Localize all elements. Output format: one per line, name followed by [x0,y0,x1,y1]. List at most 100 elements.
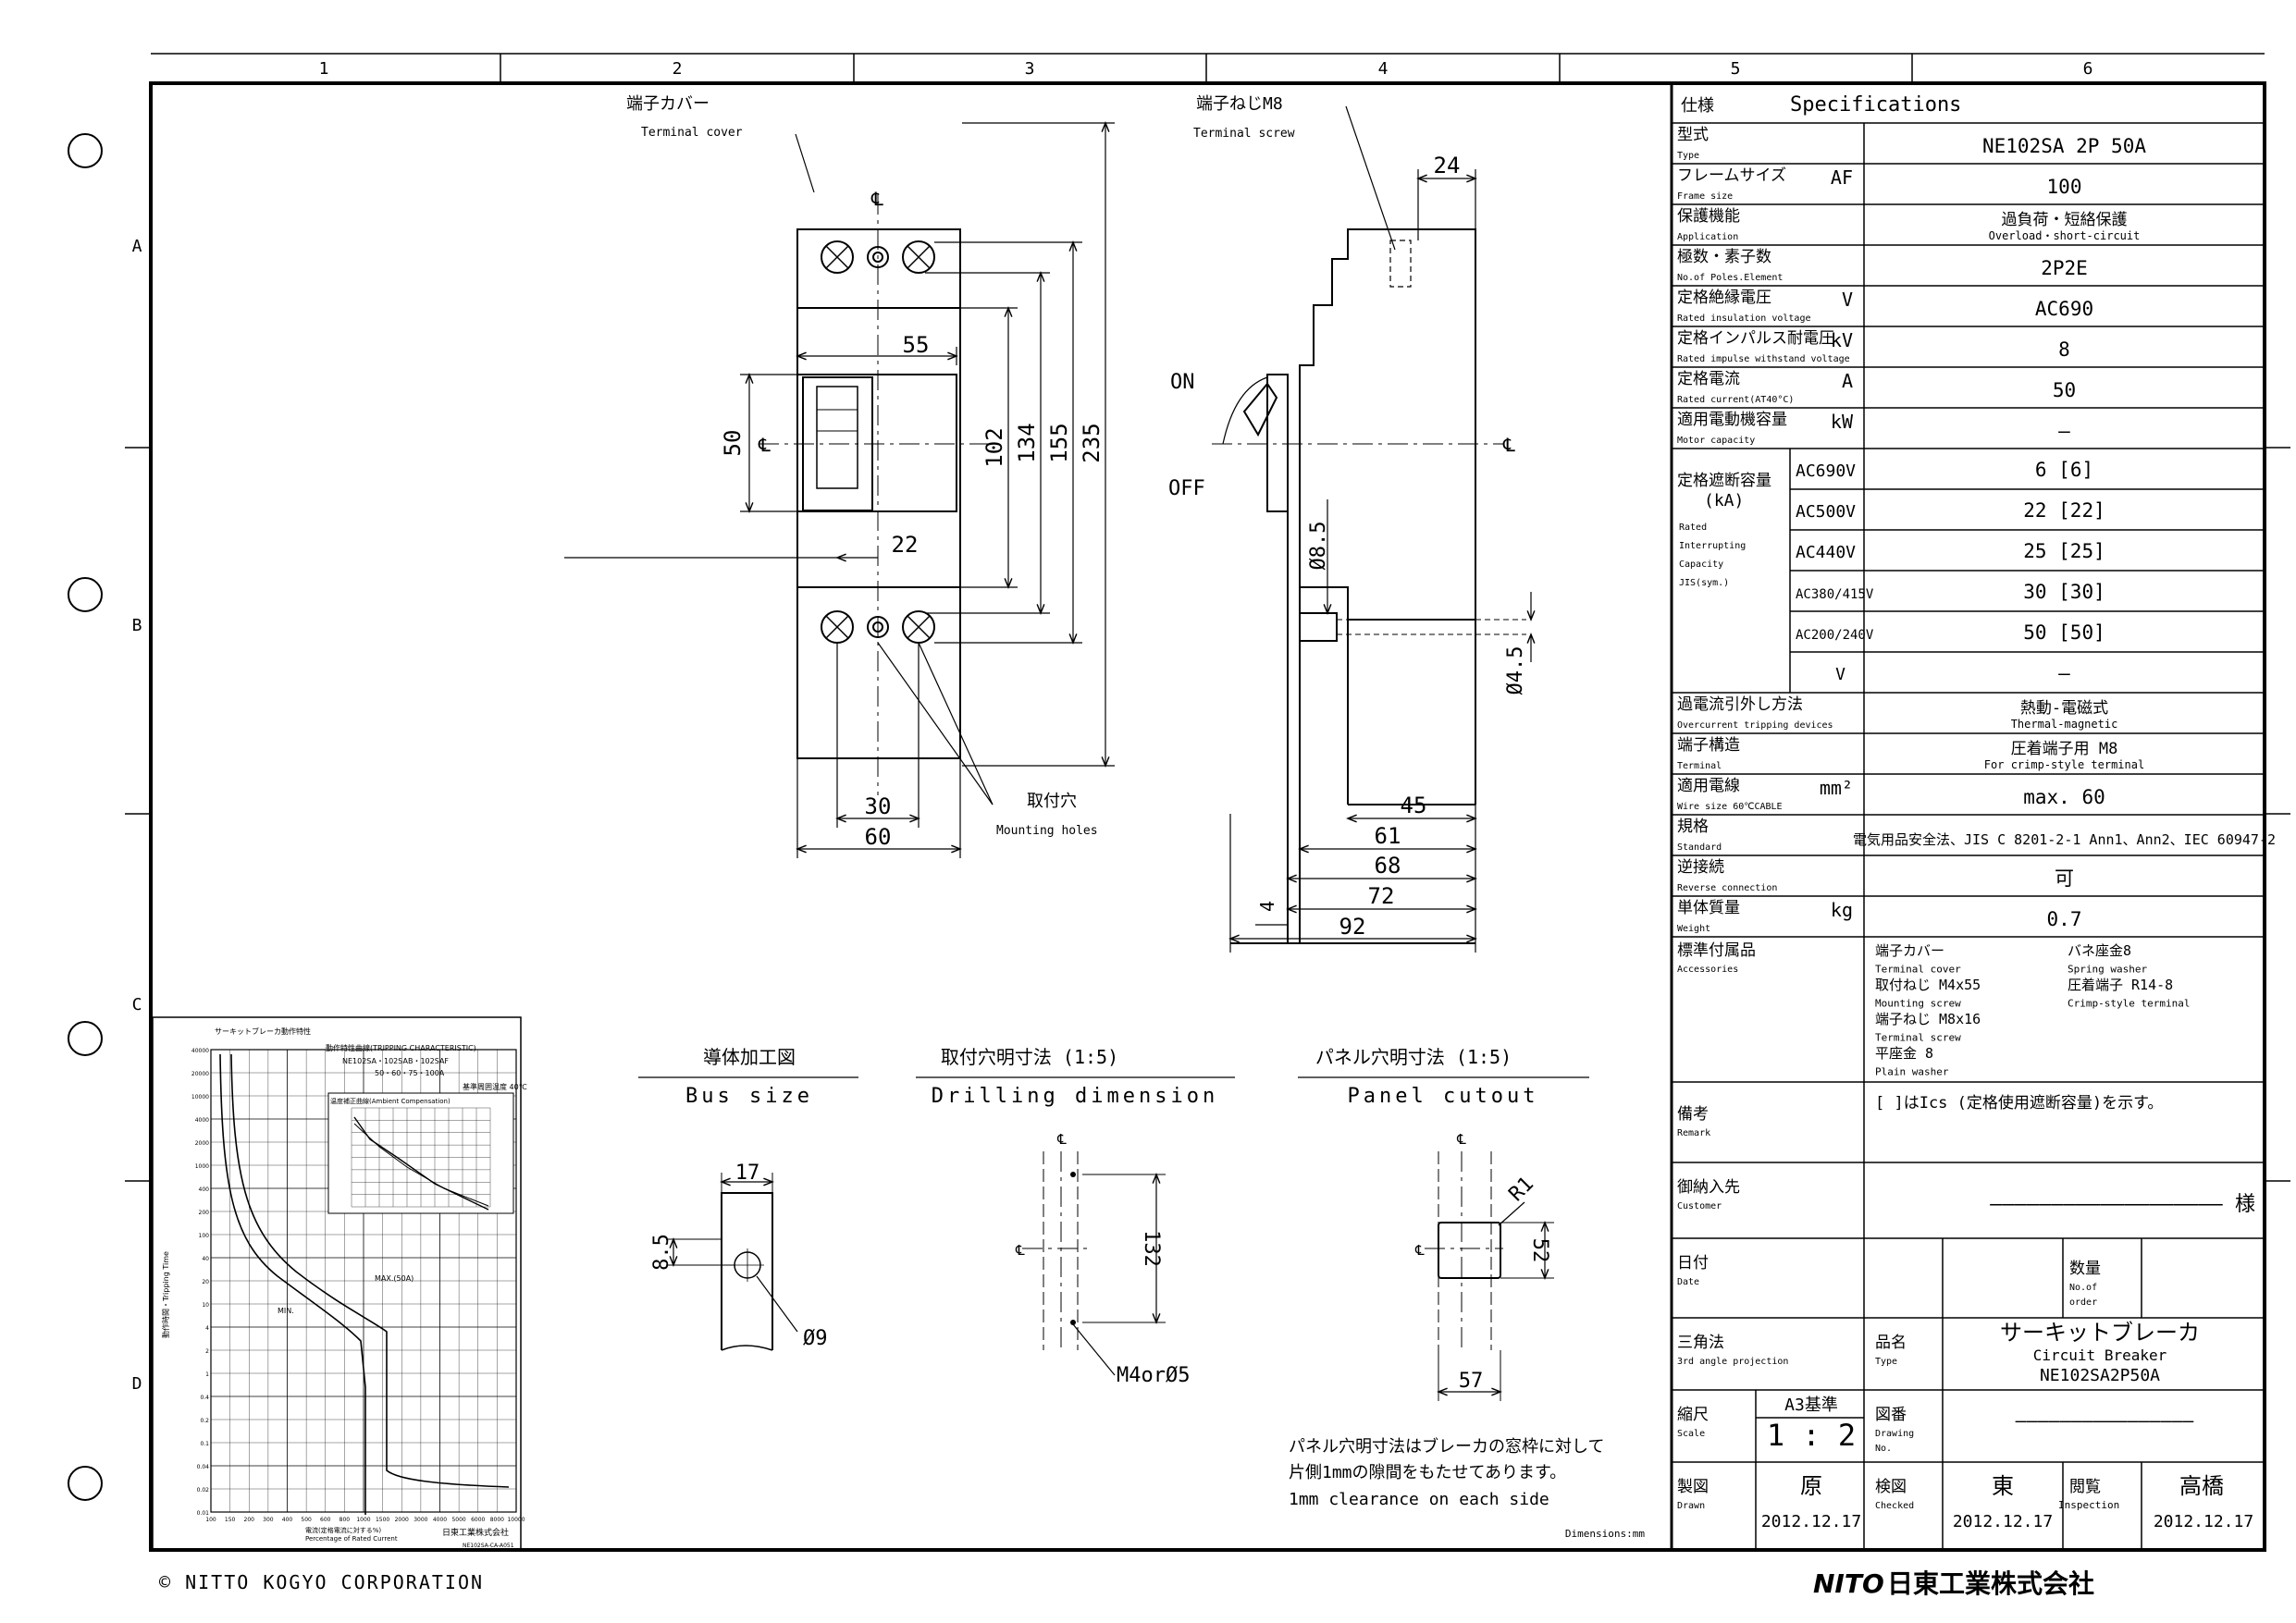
x-tick-label: 4000 [433,1517,447,1523]
spec-label-en: Weight [1677,924,1710,934]
dim-dia-4-5: Ø4.5 [1504,646,1527,695]
curve-title: サーキットブレーカ動作特性 [215,1027,311,1036]
terminal-screw-label-en: Terminal screw [1193,127,1295,141]
ic-value: 25 [25] [2023,540,2105,562]
spec-label-en: Frame size [1677,191,1733,202]
spec-value: 100 [2047,176,2082,198]
inspection-value: 高橋 [2179,1473,2224,1499]
checked-label-en: Checked [1875,1501,1914,1511]
spec-value: AC690 [2035,298,2093,320]
accessory-item: Terminal screw [1875,1032,1961,1044]
dim-102: 102 [981,427,1007,467]
min-label: MIN. [278,1307,294,1315]
remark-label: 備考 [1677,1105,1709,1124]
spec-label: 過電流引外し方法 [1677,695,1803,714]
y-tick-label: 200 [199,1210,210,1216]
spec-value: 熱動-電磁式 [2020,699,2108,718]
panel-cutout-detail: パネル穴明寸法 (1:5) Panel cutout ℄ ℄ R1 52 57 … [1289,1046,1645,1540]
ic-voltage: AC690V [1796,461,1856,481]
y-tick-label: 100 [199,1233,210,1239]
spec-header-en: Specifications [1790,93,1961,117]
max-label: MAX.(50A) [375,1274,414,1283]
ic-value: 50 [50] [2023,621,2105,644]
date-label: 日付 [1677,1254,1709,1273]
x-tick-label: 6000 [471,1517,485,1523]
centerline-mark: ℄ [1502,434,1515,456]
panel-note-en: 1mm clearance on each side [1289,1490,1549,1509]
spec-label: 逆接続 [1677,858,1724,877]
terminal-screw-label: 端子ねじM8 [1196,94,1283,114]
accessory-item: Terminal cover [1875,964,1961,976]
dim-dia-9: Ø9 [803,1327,828,1350]
dim-8-5: 8.5 [650,1234,673,1271]
terminal-cover-label-en: Terminal cover [641,126,743,140]
qty-label: 数量 [2069,1260,2101,1278]
x-tick-label: 300 [263,1517,274,1523]
y-tick-label: 400 [199,1187,210,1193]
dim-4: 4 [1256,901,1278,912]
row-label: B [132,616,142,635]
dim-61: 61 [1375,823,1401,849]
spec-label-en: Terminal [1677,761,1722,771]
remark-label-en: Remark [1677,1128,1710,1138]
y-tick-label: 40000 [191,1048,209,1054]
drilling-detail: 取付穴明寸法 (1:5) Drilling dimension ℄ ℄ 132 … [916,1046,1235,1387]
ic-voltage: AC500V [1796,502,1856,522]
x-tick-label: 2000 [395,1517,409,1523]
curve-heading: 基準周囲温度 40℃ [463,1082,527,1091]
spec-label: 単体質量 [1677,899,1740,917]
spec-label: 定格インパルス耐電圧 [1677,329,1834,348]
drawing-no-label-en: No. [1875,1444,1892,1454]
accessories-label: 標準付属品 [1677,941,1756,960]
drilling-title: 取付穴明寸法 (1:5) [941,1046,1118,1068]
col-label: 2 [673,59,683,79]
drawing-frame [125,53,2290,1552]
centerline-mark: ℄ [1056,1131,1067,1148]
drawn-label: 製図 [1677,1478,1709,1496]
y-tick-label: 20 [202,1279,209,1285]
curve-heading: 50・60・75・100A [375,1069,445,1077]
x-tick-label: 600 [320,1517,331,1523]
drawn-value: 原 [1800,1473,1822,1499]
spec-unit: mm² [1820,777,1853,799]
dim-45: 45 [1401,793,1427,818]
drawing-no-value: –––––––––––––––– [2016,1409,2195,1432]
ic-voltage: V [1835,665,1845,684]
spec-value: NE102SA 2P 50A [1982,135,2146,157]
on-label: ON [1170,371,1195,394]
scale-label: 縮尺 [1677,1406,1709,1424]
off-label: OFF [1168,477,1205,500]
ambient-title: 温度補正曲線(Ambient Compensation) [330,1097,451,1105]
ic-label-en: Interrupting [1679,541,1746,551]
spec-label: 極数・素子数 [1677,248,1771,266]
row-label: A [132,237,142,256]
spec-value-en: Thermal-magnetic [2011,718,2118,731]
front-view-dimensions [564,121,1115,858]
spec-unit: V [1842,289,1853,311]
x-tick-label: 1500 [376,1517,389,1523]
y-tick-label: 1 [205,1371,209,1378]
spec-label: 端子構造 [1677,736,1740,755]
x-tick-label: 150 [225,1517,236,1523]
inspection-date: 2012.12.17 [2154,1512,2253,1531]
accessory-item: Plain washer [1875,1066,1949,1078]
spec-value-en: For crimp-style terminal [1984,758,2144,771]
accessories-label-en: Accessories [1677,965,1738,975]
ic-value: – [2058,662,2070,684]
y-tick-label: 4 [205,1325,209,1332]
dim-132: 132 [1140,1230,1163,1267]
x-tick-label: 10000 [507,1517,525,1523]
ic-unit: (kA) [1704,491,1744,510]
logo-jp: 日東工業株式会社 [1887,1568,2094,1599]
qty-label-en: No.of [2069,1283,2097,1293]
dim-134: 134 [1014,423,1040,462]
dim-22: 22 [892,532,919,558]
col-label: 6 [2083,59,2093,79]
accessory-item: バネ座金8 [2068,942,2131,959]
centerline-mark: ℄ [1414,1242,1425,1259]
dim-50: 50 [720,430,746,457]
panel-note: パネル穴明寸法はブレーカの窓枠に対して [1289,1436,1604,1457]
spec-label-en: Rated impulse withstand voltage [1677,354,1850,364]
spec-value: 0.7 [2047,908,2082,930]
